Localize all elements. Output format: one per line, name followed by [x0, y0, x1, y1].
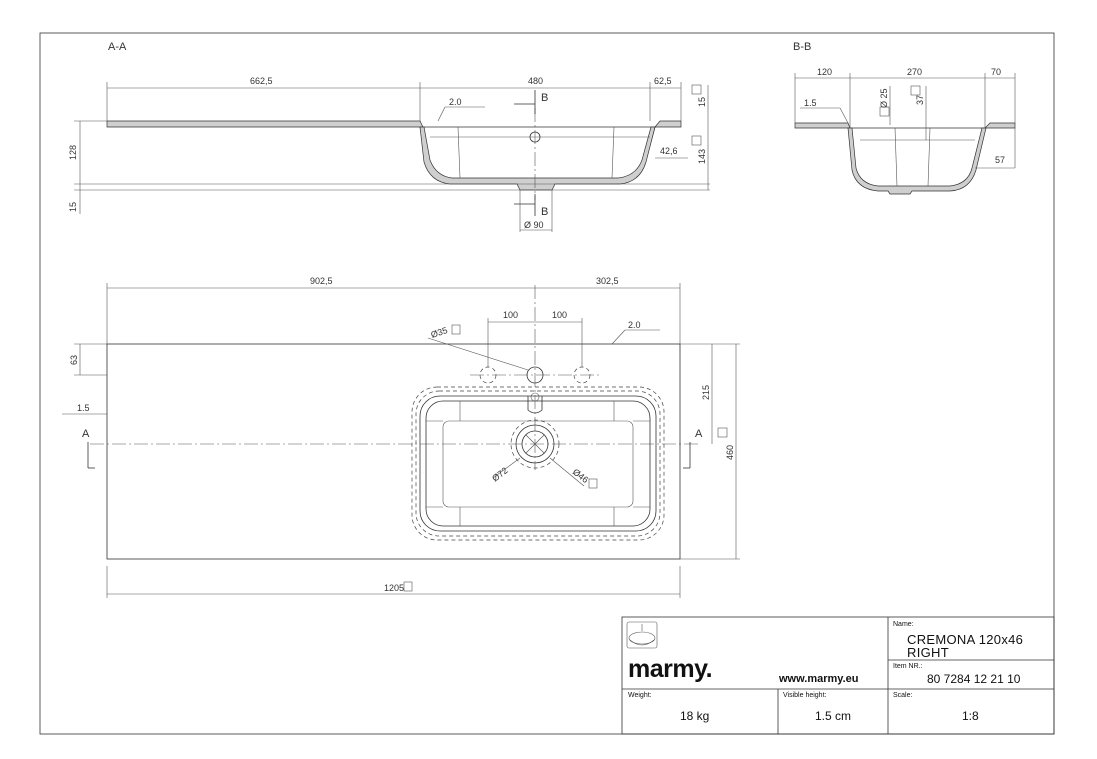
section-bb-view: B-B 120 270 70 1.5 Ø 25 37 57: [793, 41, 1016, 195]
dim-bb-57: 57: [995, 155, 1005, 165]
dim-d46: Ø46: [571, 467, 591, 485]
website-text: www.marmy.eu: [779, 673, 859, 685]
dim-662-5: 662,5: [250, 76, 273, 86]
plan-view: A A 902,5 302,5 100 100 2.0 Ø35 63 1.5: [62, 276, 740, 598]
dim-bb-1-5: 1.5: [804, 98, 817, 108]
dim-42-6: 42,6: [660, 146, 678, 156]
drawing-frame: [39, 32, 1055, 735]
name-label: Name:: [893, 621, 914, 628]
scale-label: Scale:: [893, 692, 913, 699]
sink-icon: [626, 621, 658, 649]
item-number: 80 7284 12 21 10: [927, 672, 1021, 686]
dim-143: 143: [697, 149, 707, 164]
dim-128: 128: [68, 145, 78, 160]
visible-height-value: 1.5 cm: [815, 709, 852, 723]
dim-100-left: 100: [503, 310, 518, 320]
cut-a-left: A: [82, 428, 90, 440]
dim-15-bottom: 15: [68, 202, 78, 212]
section-aa-view: A-A 662,5 480 62,5 128 15 15 143: [68, 41, 710, 232]
dim-302-5: 302,5: [596, 276, 619, 286]
visible-height-label: Visible height:: [783, 692, 827, 699]
dim-bb-270: 270: [907, 67, 922, 77]
dim-480: 480: [528, 76, 543, 86]
weight-value: 18 kg: [680, 709, 710, 723]
dim-d90: Ø 90: [524, 220, 544, 230]
product-name-line2: RIGHT: [907, 645, 949, 660]
dim-902-5: 902,5: [310, 276, 333, 286]
dim-bb-d25: Ø 25: [879, 88, 889, 108]
dim-62-5: 62,5: [654, 76, 672, 86]
weight-label: Weight:: [628, 692, 652, 699]
dim-d35: Ø35: [430, 325, 449, 340]
cut-b-top: B: [541, 92, 548, 104]
section-bb-label: B-B: [793, 41, 811, 53]
dim-460: 460: [725, 445, 735, 460]
product-name-line1: CREMONA 120x46: [907, 632, 1024, 647]
countertop-outline: [106, 343, 681, 560]
item-label: Item NR.:: [893, 663, 923, 670]
scale-value: 1:8: [962, 709, 979, 723]
title-block-grid: [621, 616, 1055, 735]
dim-2-0-aa: 2.0: [449, 97, 462, 107]
dim-100-right: 100: [552, 310, 567, 320]
dim-1205: 1205: [384, 583, 404, 593]
dim-bb-70: 70: [991, 67, 1001, 77]
brand-logo: marmy.: [628, 655, 713, 683]
cut-a-right: A: [695, 428, 703, 440]
dim-bb-37: 37: [915, 95, 925, 105]
dim-bb-120: 120: [817, 67, 832, 77]
cut-b-bottom: B: [541, 206, 548, 218]
section-aa-label: A-A: [108, 41, 127, 53]
dim-63: 63: [69, 355, 79, 365]
dim-215: 215: [701, 385, 711, 400]
dim-15-top: 15: [697, 97, 707, 107]
dim-plan-1-5: 1.5: [77, 403, 90, 413]
dim-plan-2-0: 2.0: [628, 320, 641, 330]
